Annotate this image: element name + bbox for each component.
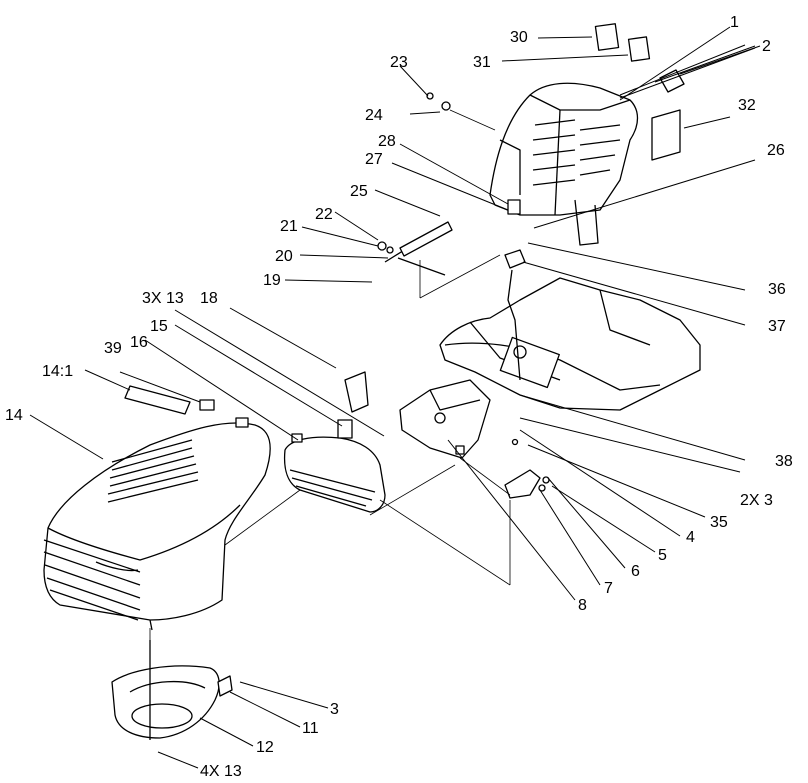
knob-2	[659, 69, 685, 93]
dash-console-part	[489, 82, 639, 246]
callout-14: 14	[5, 407, 23, 424]
callout-30: 30	[510, 29, 528, 46]
washer-24	[441, 101, 451, 111]
callout-26: 26	[767, 142, 785, 159]
callout-19: 19	[263, 272, 281, 289]
callout-11: 11	[302, 720, 319, 737]
callout-8: 8	[578, 597, 587, 614]
decal-14-1	[124, 385, 191, 415]
scoop-part	[111, 640, 233, 740]
callout-22: 22	[315, 206, 333, 223]
assembly-lines	[149, 109, 511, 640]
bracket-assembly-part	[344, 371, 491, 459]
decal-31	[627, 36, 651, 62]
callout-6: 6	[631, 563, 640, 580]
callout-7: 7	[604, 580, 613, 597]
callout-5: 5	[658, 547, 667, 564]
callout-36: 36	[768, 281, 786, 298]
lower-bracket-part	[504, 438, 550, 499]
callout-4: 4	[686, 529, 695, 546]
front-panel-part	[283, 419, 386, 513]
callout-1: 1	[730, 14, 739, 31]
callout-2x3: 2X 3	[740, 492, 773, 509]
callout-31: 31	[473, 54, 491, 71]
callout-39: 39	[104, 340, 122, 357]
callout-16: 16	[130, 334, 148, 351]
clip-39	[199, 399, 249, 428]
callout-2: 2	[762, 38, 771, 55]
nut-23	[426, 92, 434, 100]
callout-37: 37	[768, 318, 786, 335]
callout-18: 18	[200, 290, 218, 307]
bracket-37	[504, 249, 526, 269]
callout-labels: 1 2 3 4 5 6 7 8 11 12 14 14:1 15 16 18 1…	[5, 14, 793, 780]
callout-35: 35	[710, 514, 728, 531]
footrest-part	[439, 277, 701, 411]
leader-lines	[29, 26, 761, 769]
callout-14-1: 14:1	[42, 363, 73, 380]
callout-24: 24	[365, 107, 383, 124]
callout-20: 20	[275, 248, 293, 265]
callout-21: 21	[280, 218, 298, 235]
callout-15: 15	[150, 318, 168, 335]
callout-32: 32	[738, 97, 756, 114]
callout-38: 38	[775, 453, 793, 470]
callout-23: 23	[390, 54, 408, 71]
callout-4x13: 4X 13	[200, 763, 242, 780]
decal-30	[594, 23, 620, 51]
callout-27: 27	[365, 151, 383, 168]
decal-32	[651, 109, 681, 161]
callout-28: 28	[378, 133, 396, 150]
callout-3x13: 3X 13	[142, 290, 184, 307]
hood-part	[43, 422, 271, 631]
callout-3: 3	[330, 701, 339, 718]
callout-25: 25	[350, 183, 368, 200]
linkage-part	[377, 221, 453, 276]
callout-12: 12	[256, 739, 274, 756]
